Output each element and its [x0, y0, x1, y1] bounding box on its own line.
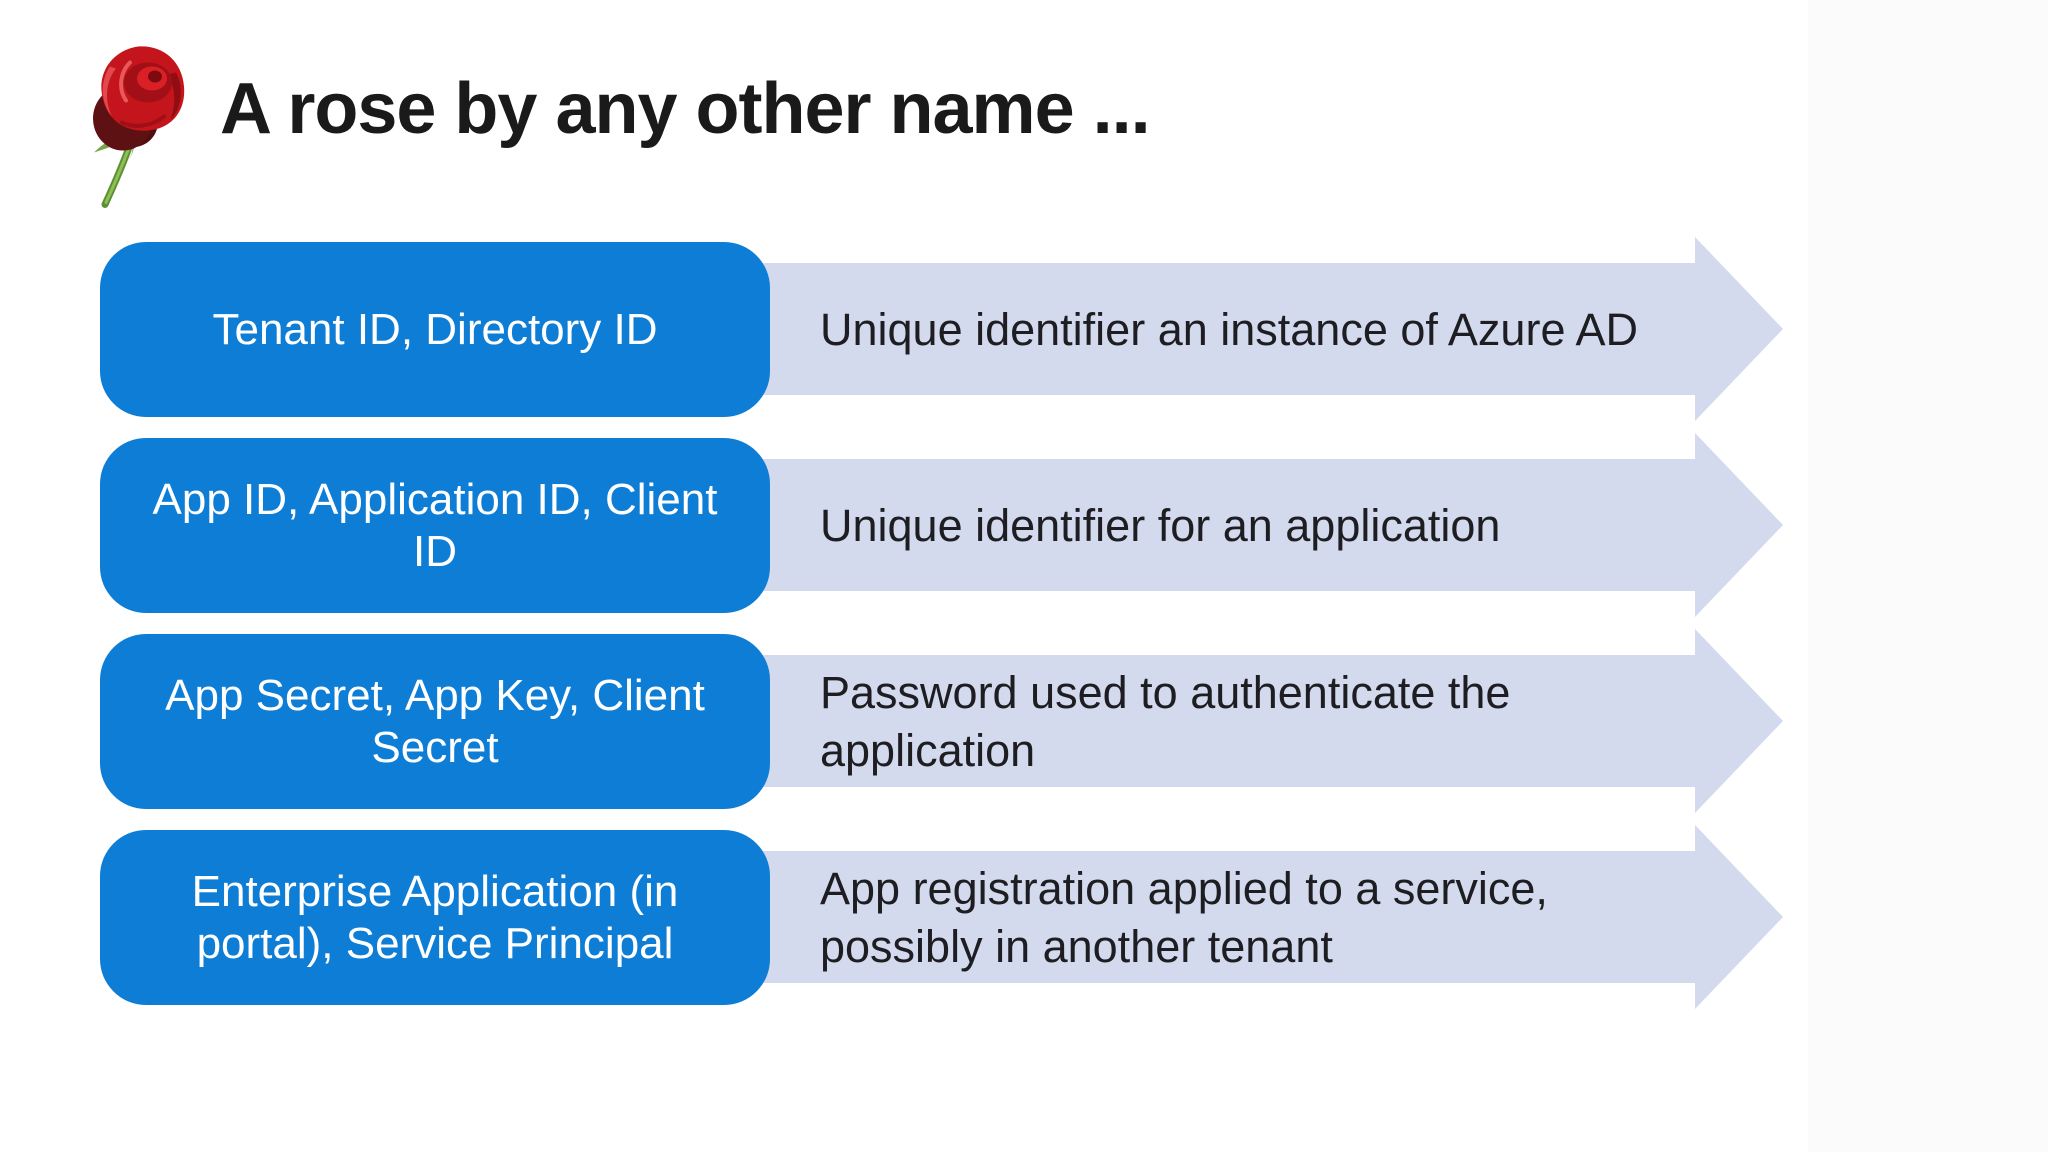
term-row: App registration applied to a service, p… — [0, 825, 2048, 1009]
definition-arrow-shape — [752, 825, 1783, 1009]
term-row: Unique identifier for an application App… — [0, 433, 2048, 617]
term-box: Enterprise Application (in portal), Serv… — [100, 830, 770, 1005]
term-row: Unique identifier an instance of Azure A… — [0, 237, 2048, 421]
definition-text: App registration applied to a service, p… — [820, 862, 1548, 972]
term-row: Password used to authenticate the applic… — [0, 629, 2048, 813]
definition-text: Unique identifier for an application — [820, 499, 1501, 551]
term-box: App Secret, App Key, Client Secret — [100, 634, 770, 809]
page-title: A rose by any other name ... — [220, 69, 1151, 149]
term-box: App ID, Application ID, Client ID — [100, 438, 770, 613]
term-box: Tenant ID, Directory ID — [100, 242, 770, 417]
definition-arrow-shape — [752, 629, 1783, 813]
definition-text: Password used to authenticate the applic… — [820, 666, 1511, 776]
definition-arrow-shape — [752, 237, 1783, 421]
definition-text: Unique identifier an instance of Azure A… — [820, 303, 1638, 355]
rose-image — [93, 46, 185, 208]
slide-right-margin — [1808, 0, 2048, 1152]
definition-arrow-shape — [752, 433, 1783, 617]
